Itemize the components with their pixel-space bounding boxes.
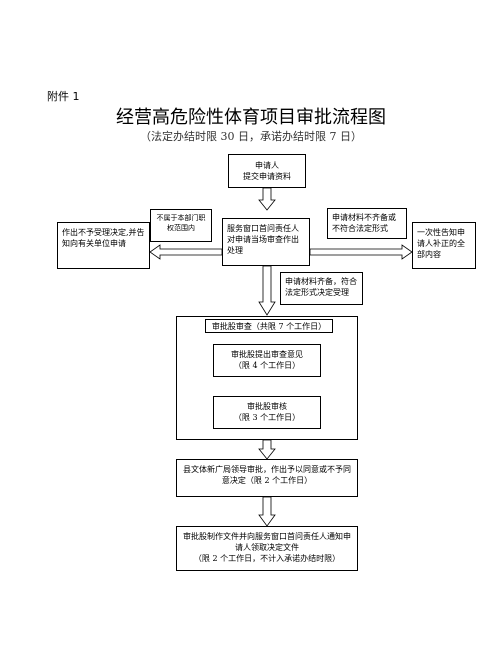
node-opinion: 审批股提出审查意见 （限 4 个工作日） <box>213 344 321 377</box>
node-issue: 审批股制作文件并向服务窗口首问责任人通知申请人领取决定文件 （限 2 个工作日，… <box>176 526 358 571</box>
node-review-group: 审批股审查（共限 7 个工作日） <box>205 319 333 333</box>
arrow-review-to-approval <box>258 439 276 460</box>
node-applicant: 申请人 提交申请资料 <box>228 154 306 188</box>
node-incomplete: 申请材料不齐备或不符合法定形式 <box>327 208 407 239</box>
arrow-window-to-review <box>258 265 276 316</box>
arrow-approval-to-issue <box>258 496 276 527</box>
node-complete: 申请材料齐备，符合法定形式决定受理 <box>280 272 363 305</box>
arrow-applicant-to-window <box>258 187 276 211</box>
attachment-label: 附件 1 <box>47 90 80 103</box>
page-title: 经营高危险性体育项目审批流程图 <box>116 107 386 128</box>
node-audit: 审批股审核 （限 3 个工作日） <box>213 396 321 429</box>
node-approval: 县文体新广局领导审批，作出予以同意或不予同意决定（限 2 个工作日） <box>176 459 358 497</box>
arrow-window-to-notify <box>309 244 413 260</box>
node-reject: 作出不予受理决定,并告知向有关单位申请 <box>57 222 150 269</box>
node-not-in-scope: 不属于本部门职权范围内 <box>150 209 212 242</box>
arrow-window-to-reject <box>149 244 223 260</box>
node-notify-once: 一次性告知申请人补正的全部内容 <box>412 222 476 269</box>
node-window: 服务窗口首问责任人对申请当场审查作出处理 <box>222 218 310 266</box>
page-subtitle: （法定办结时限 30 日，承诺办结时限 7 日） <box>140 130 362 143</box>
